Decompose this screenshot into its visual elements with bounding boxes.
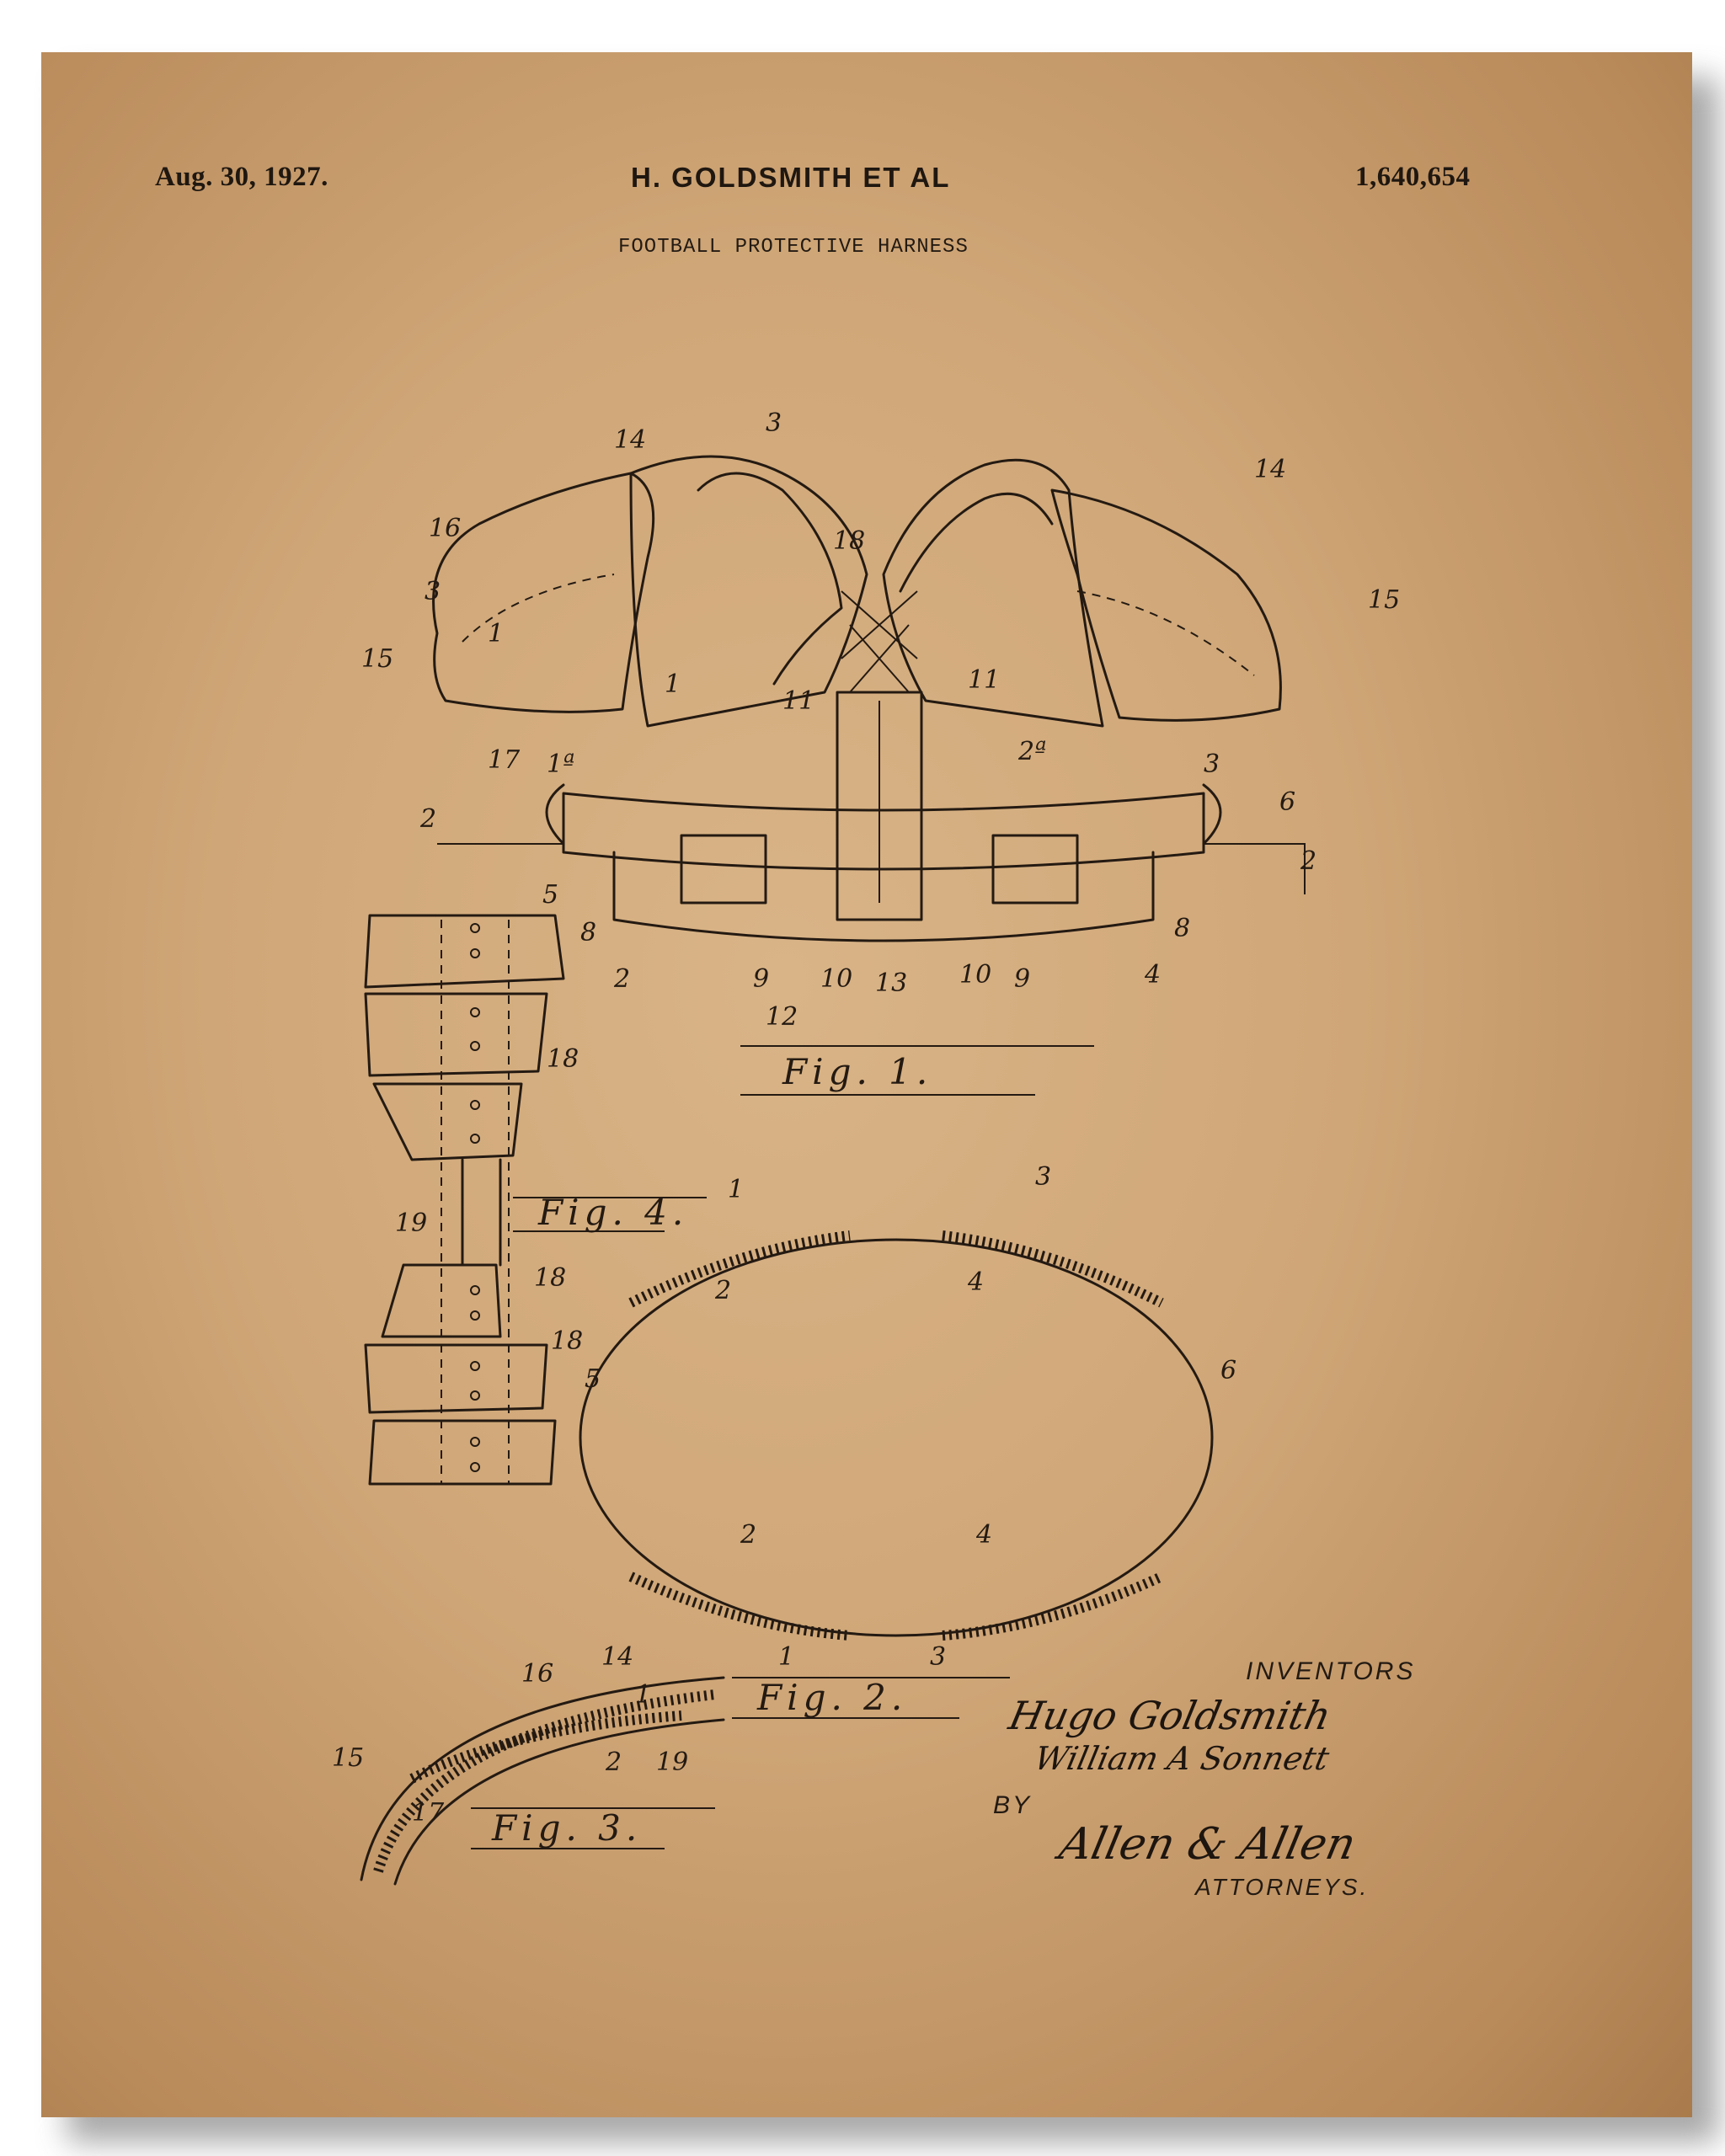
svg-text:8: 8	[580, 918, 596, 947]
svg-text:1: 1	[665, 670, 681, 699]
patent-title: FOOTBALL PROTECTIVE HARNESS	[618, 236, 969, 259]
svg-text:14: 14	[1254, 455, 1286, 484]
svg-text:11: 11	[968, 665, 1000, 695]
patent-number: 1,640,654	[1355, 162, 1471, 192]
svg-text:1: 1	[778, 1642, 794, 1672]
svg-text:1: 1	[635, 1680, 651, 1710]
svg-text:4: 4	[1144, 960, 1161, 990]
svg-text:18: 18	[547, 1044, 579, 1074]
fig4-pad-strip-drawing: 18 19 18 18	[364, 914, 583, 1486]
patent-drawing: 14 3 16 3 1 15 18 14 15 1 11 11 17 1ª 2ª…	[332, 408, 1400, 1886]
svg-text:3: 3	[930, 1642, 946, 1672]
fig1-harness-drawing: 14 3 16 3 1 15 18 14 15 1 11 11 17 1ª 2ª…	[361, 408, 1400, 1032]
svg-text:4: 4	[967, 1267, 984, 1297]
patent-date: Aug. 30, 1927.	[155, 162, 328, 192]
svg-text:3: 3	[425, 577, 441, 606]
svg-text:19: 19	[656, 1748, 688, 1777]
patent-sheet: Aug. 30, 1927. H. GOLDSMITH ET AL 1,640,…	[41, 52, 1692, 2117]
svg-text:15: 15	[361, 644, 393, 674]
fig3-shoulder-section-drawing: 14 16 1 15 2 19 17	[332, 1642, 725, 1886]
inventors-label: INVENTORS	[1246, 1657, 1416, 1685]
svg-text:15: 15	[332, 1743, 364, 1773]
patent-inventor-name: H. GOLDSMITH ET AL	[631, 162, 951, 193]
svg-text:9: 9	[753, 964, 769, 994]
svg-text:6: 6	[1279, 787, 1295, 817]
svg-text:19: 19	[395, 1209, 427, 1238]
svg-text:3: 3	[766, 408, 782, 438]
svg-text:18: 18	[534, 1263, 566, 1293]
svg-text:2: 2	[613, 964, 630, 994]
svg-text:2: 2	[419, 804, 436, 834]
svg-text:16: 16	[429, 514, 461, 543]
svg-text:5: 5	[585, 1364, 601, 1394]
svg-text:4: 4	[975, 1520, 992, 1550]
attorney-signature: Allen & Allen	[1055, 1819, 1360, 1870]
fig4-label: Fig. 4.	[537, 1192, 688, 1233]
svg-text:13: 13	[875, 969, 907, 998]
svg-text:1: 1	[488, 619, 504, 648]
svg-text:18: 18	[551, 1326, 583, 1356]
svg-text:6: 6	[1220, 1356, 1236, 1385]
svg-text:11: 11	[782, 686, 814, 716]
svg-text:18: 18	[833, 526, 865, 556]
svg-text:2ª: 2ª	[1017, 737, 1046, 766]
attorneys-label: ATTORNEYS.	[1195, 1874, 1370, 1900]
svg-text:5: 5	[542, 880, 558, 910]
svg-text:1: 1	[728, 1175, 744, 1204]
svg-text:10: 10	[959, 960, 991, 990]
svg-text:3: 3	[1035, 1162, 1051, 1192]
svg-text:16: 16	[521, 1659, 553, 1689]
inventor-signature-1: Hugo Goldsmith	[1005, 1693, 1335, 1738]
svg-text:2: 2	[605, 1748, 622, 1777]
svg-text:8: 8	[1174, 914, 1190, 943]
inventor-signature-2: William A Sonnett	[1031, 1740, 1332, 1777]
svg-text:17: 17	[412, 1798, 445, 1828]
svg-text:2: 2	[740, 1520, 756, 1550]
svg-text:1ª: 1ª	[547, 750, 574, 779]
svg-text:17: 17	[488, 745, 521, 775]
svg-text:3: 3	[1204, 750, 1220, 779]
by-label: BY	[993, 1791, 1033, 1819]
svg-text:14: 14	[614, 425, 646, 455]
svg-text:15: 15	[1368, 585, 1400, 615]
fig2-belt-section-drawing: 1 3 2 4 5 6 2 4 1 3	[579, 1162, 1236, 1672]
svg-text:14: 14	[601, 1642, 633, 1672]
svg-text:9: 9	[1014, 964, 1030, 994]
svg-text:10: 10	[820, 964, 852, 994]
fig3-label: Fig. 3.	[491, 1807, 642, 1849]
svg-text:2: 2	[714, 1276, 731, 1305]
svg-text:12: 12	[766, 1002, 798, 1032]
svg-text:2: 2	[1300, 846, 1316, 876]
fig2-label: Fig. 2.	[756, 1677, 907, 1718]
fig1-label: Fig. 1.	[782, 1051, 932, 1092]
